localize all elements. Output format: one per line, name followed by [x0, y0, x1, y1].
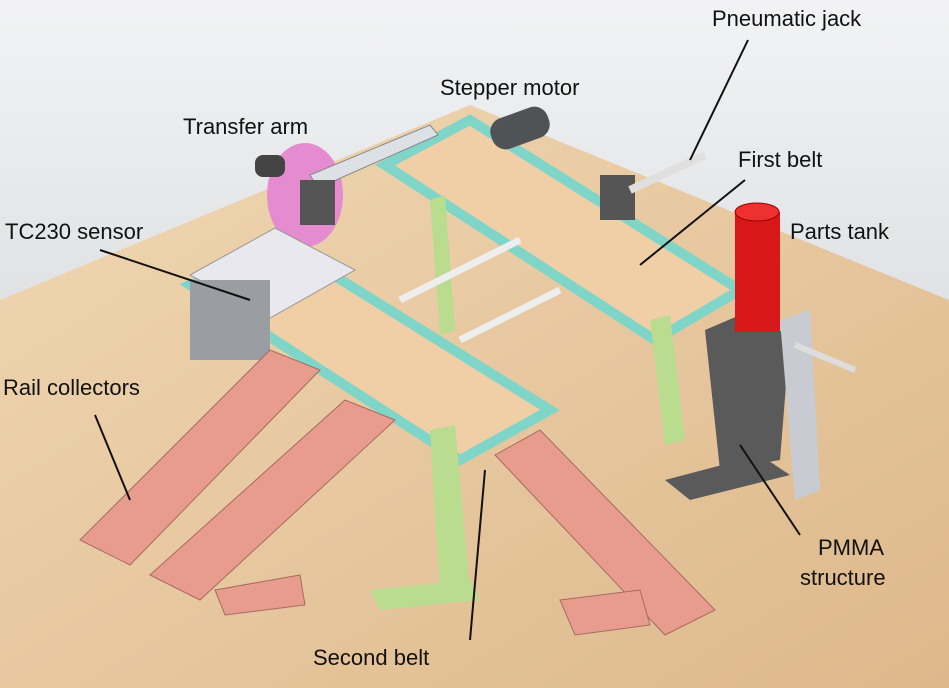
transfer-arm — [255, 124, 439, 247]
label-tc230-sensor: TC230 sensor — [5, 219, 144, 244]
rods — [398, 236, 562, 344]
pneumatic-jack — [600, 151, 707, 220]
parts-tank — [734, 202, 780, 332]
leader-pneumatic-jack — [689, 39, 749, 161]
leader-first-belt — [639, 179, 746, 266]
label-rail-collectors: Rail collectors — [3, 375, 140, 400]
sensor-mount — [190, 280, 270, 360]
label-second-belt: Second belt — [313, 645, 430, 670]
rail-collectors — [79, 349, 716, 636]
pmma-structure — [665, 310, 820, 500]
label-pmma-line2: structure — [800, 565, 886, 590]
label-pneumatic-jack: Pneumatic jack — [712, 6, 862, 31]
label-first-belt: First belt — [738, 147, 823, 172]
label-transfer-arm: Transfer arm — [183, 114, 309, 139]
leader-pmma-structure — [739, 444, 801, 536]
leader-tc230-sensor — [99, 249, 251, 301]
leader-second-belt — [469, 469, 486, 641]
stepper-motor — [490, 106, 550, 150]
label-pmma-line1: PMMA — [818, 535, 884, 560]
label-parts-tank: Parts tank — [790, 219, 890, 244]
leader-rail-collectors — [94, 414, 131, 501]
label-stepper-motor: Stepper motor — [440, 75, 580, 100]
leader-lines — [94, 39, 801, 641]
tank-piston — [793, 342, 857, 373]
